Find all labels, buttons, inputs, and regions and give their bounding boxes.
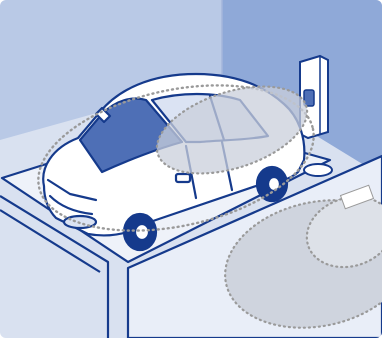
- illustration: [0, 0, 382, 338]
